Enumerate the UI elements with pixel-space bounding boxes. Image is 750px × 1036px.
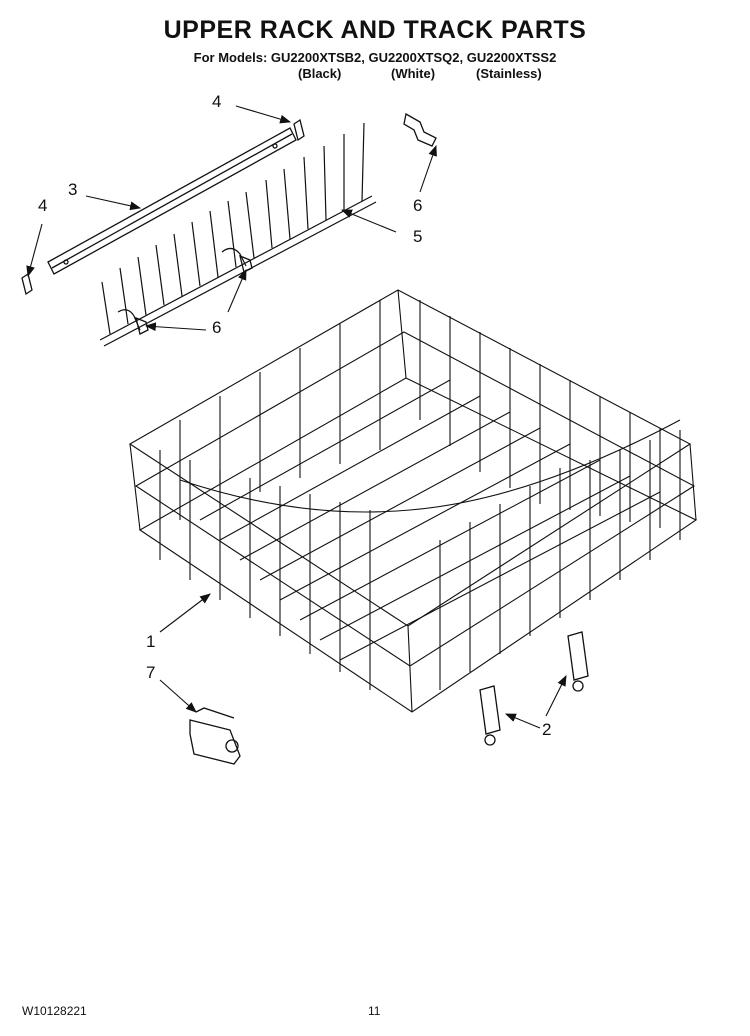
page-title: UPPER RACK AND TRACK PARTS [163,16,587,44]
track-roller-part [479,631,589,746]
callout-6-left: 6 [212,318,222,337]
callout-1: 1 [146,632,156,651]
callout-2: 2 [542,720,552,739]
upper-rack-part [128,289,698,713]
callout-4-left: 4 [38,196,48,215]
callout-7: 7 [146,663,156,682]
variant-white: (White) [391,66,436,81]
variant-stainless: (Stainless) [476,66,542,81]
callout-5: 5 [413,227,423,246]
leader-lines [26,105,567,729]
callout-4-top: 4 [212,92,222,111]
callout-3: 3 [68,180,78,199]
doc-number: W10128221 [22,1004,87,1018]
variant-black: (Black) [298,66,342,81]
track-rail-part [47,127,297,275]
end-cap-part [21,118,305,296]
page-number: 11 [368,1004,381,1018]
shelf-clip-part [135,112,437,335]
rack-stop-part [189,707,241,765]
callout-6-top: 6 [413,196,423,215]
models-line: For Models: GU2200XTSB2, GU2200XTSQ2, GU… [193,50,557,65]
